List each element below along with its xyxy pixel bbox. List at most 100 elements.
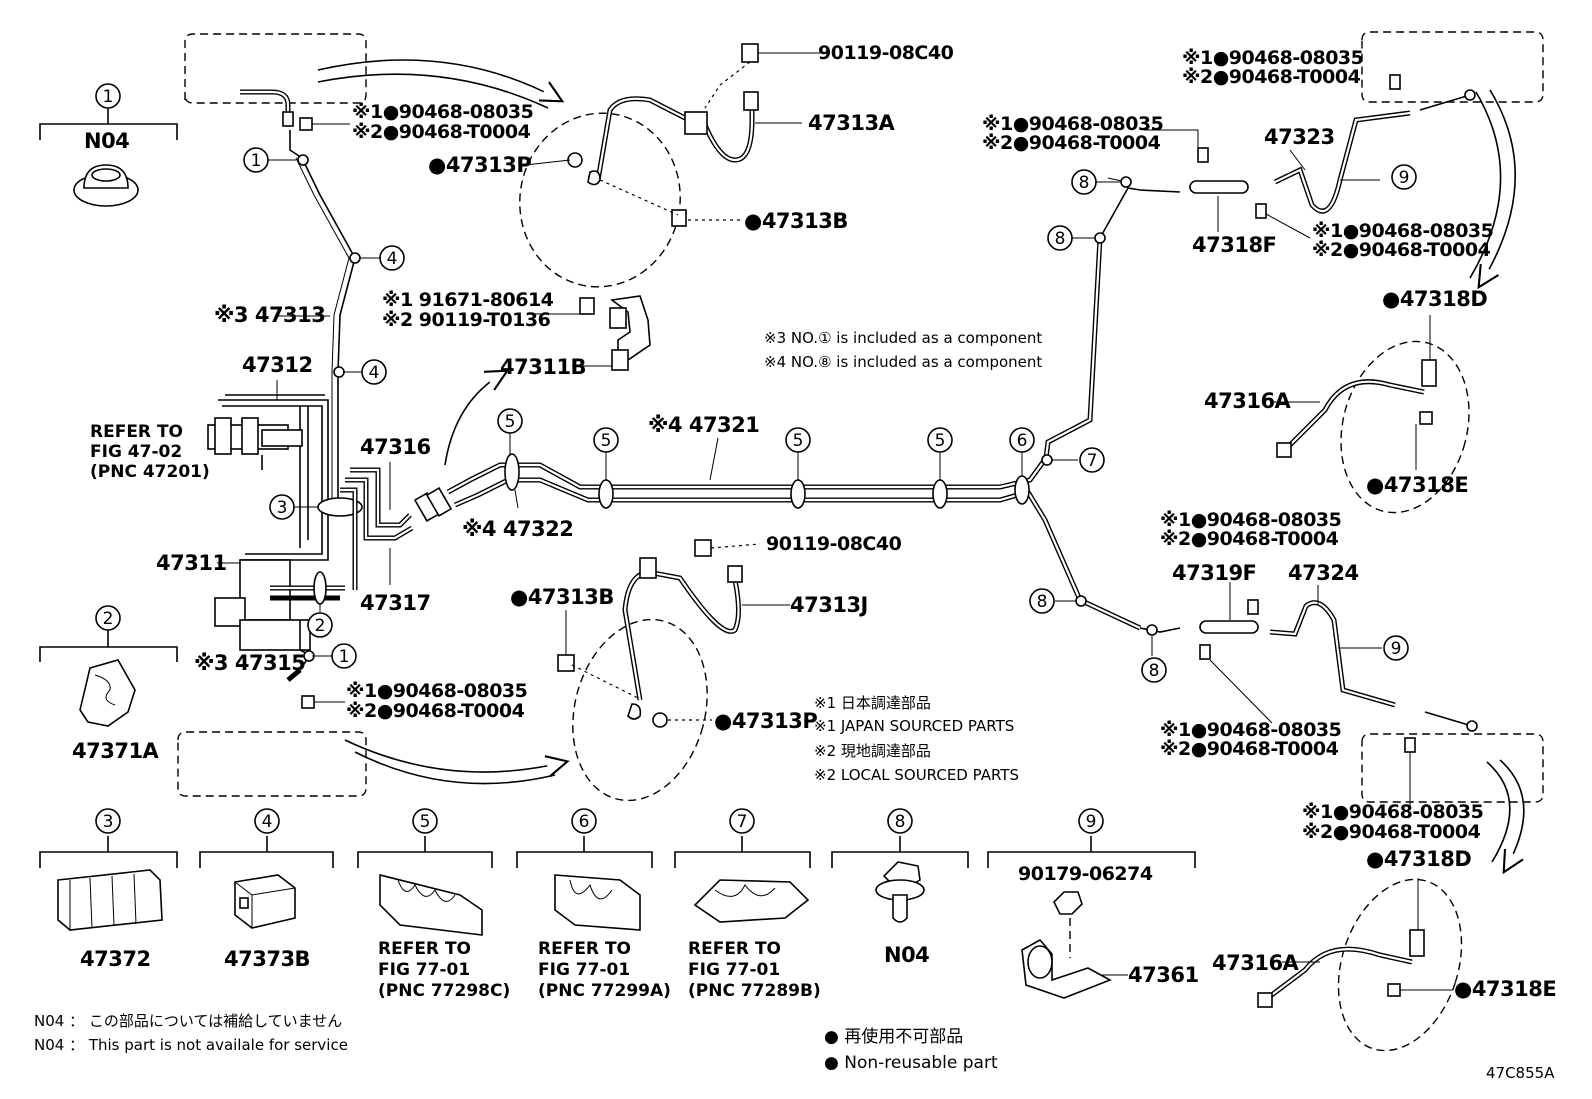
svg-text:2: 2 (103, 609, 114, 629)
callout-7-legend: 7 (729, 808, 755, 834)
label-refer-5-line3: (PNC 77298C) (378, 981, 510, 1001)
svg-text:5: 5 (420, 812, 431, 832)
label-refer-to-4702-line3: (PNC 47201) (90, 462, 210, 482)
arrow-top-left-to-detail-inner (317, 73, 549, 109)
callout-7: 7 (1079, 447, 1105, 473)
svg-text:3: 3 (277, 498, 288, 518)
svg-text:4: 4 (262, 812, 273, 832)
label-clip-c1-branch8: ※1●90468-08035 (982, 113, 1163, 135)
callout-8-b: 8 (1047, 225, 1073, 251)
svg-text:2: 2 (315, 616, 326, 636)
label-refer-6-line1: REFER TO (538, 939, 631, 959)
note-japan-sourced-jp: ※1 日本調達部品 (814, 694, 931, 712)
clip-icon-top-left (299, 117, 313, 131)
svg-text:5: 5 (601, 431, 612, 451)
note-non-reusable-jp: ● 再使用不可部品 (824, 1026, 963, 1047)
label-90119-08C40-bottom: 90119-08C40 (766, 533, 902, 555)
detail-box-top-left (184, 33, 367, 104)
svg-text:4: 4 (387, 249, 398, 269)
detail-flex-hose-47313J (557, 539, 790, 728)
callout-4-b: 4 (361, 359, 387, 385)
label-refer-to-4702-line1: REFER TO (90, 422, 183, 442)
callout-4-a: 4 (379, 245, 405, 271)
label-clip-c2-branch8: ※2●90468-T0004 (982, 132, 1161, 154)
arrow-bottom-left-to-detail (344, 739, 570, 778)
callout-9-a: 9 (1391, 164, 1417, 190)
svg-text:8: 8 (1149, 661, 1160, 681)
callout-5-b: 5 (593, 427, 619, 453)
label-refer-5-line2: FIG 77-01 (378, 960, 470, 980)
callout-5-legend: 5 (412, 808, 438, 834)
detail-rear-left-lines (1199, 582, 1478, 1008)
label-47371A: 47371A (72, 739, 160, 763)
label-clip-c1-branch9: ※1●90468-08035 (1312, 220, 1493, 242)
callout-2-legend: 2 (95, 605, 121, 631)
callout-2: 2 (307, 612, 333, 638)
callout-6-legend: 6 (571, 808, 597, 834)
label-90119-T0136: ※2 90119-T0136 (382, 309, 551, 331)
label-clip-c2-branch9: ※2●90468-T0004 (1312, 239, 1491, 261)
svg-text:8: 8 (895, 812, 906, 832)
detail-ellipse-right-bottom (1337, 878, 1463, 1052)
detail-box-bottom-left (177, 731, 367, 797)
clamp-47372-icon (57, 869, 163, 931)
callout-5-a: 5 (497, 408, 523, 434)
label-clip-c2-top-left: ※2●90468-T0004 (352, 121, 531, 143)
label-47313A: 47313A (808, 111, 896, 135)
note-local-sourced-jp: ※2 現地調達部品 (814, 742, 931, 760)
label-47313P-top: ●47313P (428, 153, 531, 177)
svg-text:6: 6 (1017, 431, 1028, 451)
arrow-bottom-left-to-detail-inner (354, 751, 556, 785)
label-refer-to-4702-line2: FIG 47-02 (90, 442, 182, 462)
label-refer-6-line3: (PNC 77299A) (538, 981, 671, 1001)
svg-text:9: 9 (1391, 639, 1402, 659)
label-47318D-top: ●47318D (1382, 287, 1487, 311)
label-clip-c2-bottom-left: ※2●90468-T0004 (346, 700, 525, 722)
detail-box-bottom-right (1361, 733, 1544, 803)
label-47318F: 47318F (1192, 233, 1276, 257)
label-refer-6-line2: FIG 77-01 (538, 960, 630, 980)
label-47316: 47316 (360, 435, 431, 459)
label-clip-c1-bottom-left: ※1●90468-08035 (346, 680, 527, 702)
label-clip-c2-low-right: ※2●90468-T0004 (1160, 738, 1339, 760)
svg-text:1: 1 (251, 151, 262, 171)
label-47317: 47317 (360, 591, 431, 615)
legend-brackets (39, 108, 1196, 868)
label-47323: 47323 (1264, 125, 1335, 149)
label-47313: ※3 47313 (214, 303, 325, 327)
callout-3: 3 (269, 494, 295, 520)
label-clip-c2-top-right: ※2●90468-T0004 (1182, 66, 1361, 88)
svg-text:3: 3 (103, 812, 114, 832)
label-47312: 47312 (242, 353, 313, 377)
clamp-5-icon (379, 873, 483, 936)
note-japan-sourced-en: ※1 JAPAN SOURCED PARTS (814, 717, 1014, 735)
arrow-bottom-right-to-detail (1499, 759, 1525, 875)
label-refer-7-line2: FIG 77-01 (688, 960, 780, 980)
label-clip-c1-top-left: ※1●90468-08035 (352, 101, 533, 123)
label-clip-c2-mid-right: ※2●90468-T0004 (1160, 528, 1339, 550)
svg-text:7: 7 (737, 812, 748, 832)
note-local-sourced-en: ※2 LOCAL SOURCED PARTS (814, 766, 1019, 784)
note-4: ※4 NO.⑧ is included as a component (764, 353, 1042, 371)
label-47313B-bottom: ●47313B (510, 585, 614, 609)
callout-circles: 1 1 4 4 3 2 2 1 5 5 5 5 6 7 8 8 9 8 8 9 … (95, 83, 1417, 834)
callout-8-d: 8 (1141, 657, 1167, 683)
clamp-47371A-icon (79, 659, 136, 727)
label-47373B: 47373B (224, 947, 310, 971)
svg-text:9: 9 (1399, 168, 1410, 188)
label-47322: ※4 47322 (462, 517, 573, 541)
detail-ellipse-right-top (1340, 340, 1470, 514)
svg-text:1: 1 (339, 647, 350, 667)
svg-text:6: 6 (579, 812, 590, 832)
clip-N04-8-icon (875, 861, 925, 923)
label-47372: 47372 (80, 947, 151, 971)
label-N04-bottom: N04 (884, 943, 929, 967)
callout-8-c: 8 (1029, 588, 1055, 614)
callout-1-top: 1 (243, 147, 269, 173)
callout-8-legend: 8 (887, 808, 913, 834)
callout-1-bottom: 1 (331, 643, 357, 669)
svg-text:1: 1 (103, 87, 114, 107)
callout-6: 6 (1009, 427, 1035, 453)
bracket-47361-icon (1021, 891, 1128, 999)
